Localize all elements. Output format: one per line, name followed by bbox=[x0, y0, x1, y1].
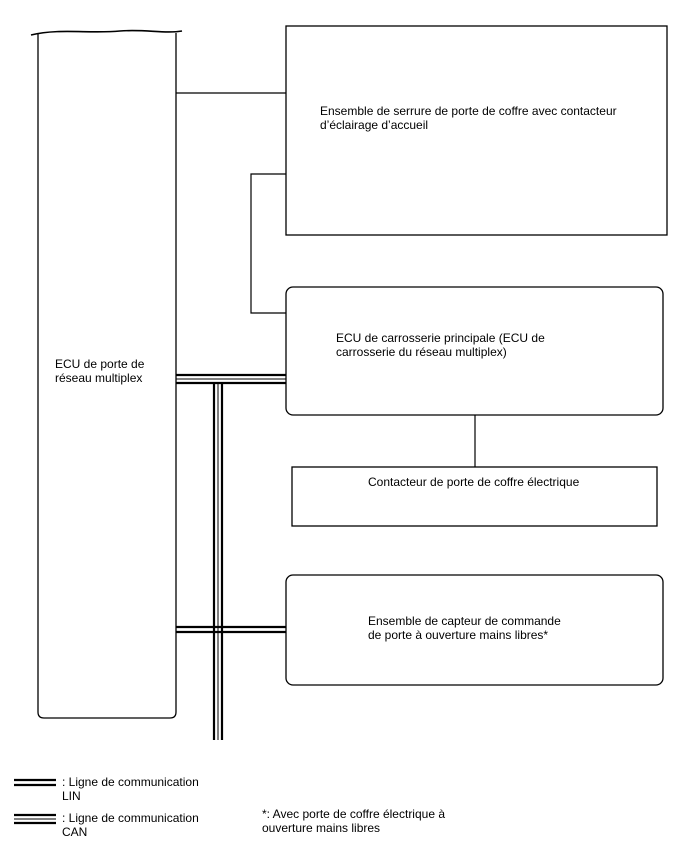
lin-line-gateway-to-kick-sensor bbox=[176, 625, 286, 634]
legend-lin-label: : Ligne de communication LIN bbox=[62, 775, 199, 803]
can-line-gateway-to-body-ecu bbox=[176, 373, 286, 385]
lock-assembly-box bbox=[285, 25, 668, 236]
legend-can-label: : Ligne de communication CAN bbox=[62, 811, 199, 839]
gateway-ecu-box bbox=[37, 33, 177, 719]
power-door-switch-label: Contacteur de porte de coffre électrique bbox=[368, 475, 580, 489]
main-body-ecu-label: ECU de carrosserie principale (ECU de ca… bbox=[336, 331, 545, 359]
footnote: *: Avec porte de coffre électrique à ouv… bbox=[262, 807, 446, 835]
gateway-ecu-break-mark bbox=[30, 29, 183, 36]
gateway-ecu-label: ECU de porte de réseau multiplex bbox=[55, 357, 145, 385]
legend-can-swatch bbox=[14, 813, 56, 825]
kick-sensor-box bbox=[285, 574, 664, 686]
kick-sensor-label: Ensemble de capteur de commande de porte… bbox=[368, 614, 561, 642]
can-line-vertical-branch bbox=[212, 383, 224, 740]
legend-lin-swatch bbox=[14, 778, 56, 787]
wire-lock-to-body-ecu bbox=[250, 173, 286, 314]
lock-assembly-label: Ensemble de serrure de porte de coffre a… bbox=[320, 104, 617, 132]
